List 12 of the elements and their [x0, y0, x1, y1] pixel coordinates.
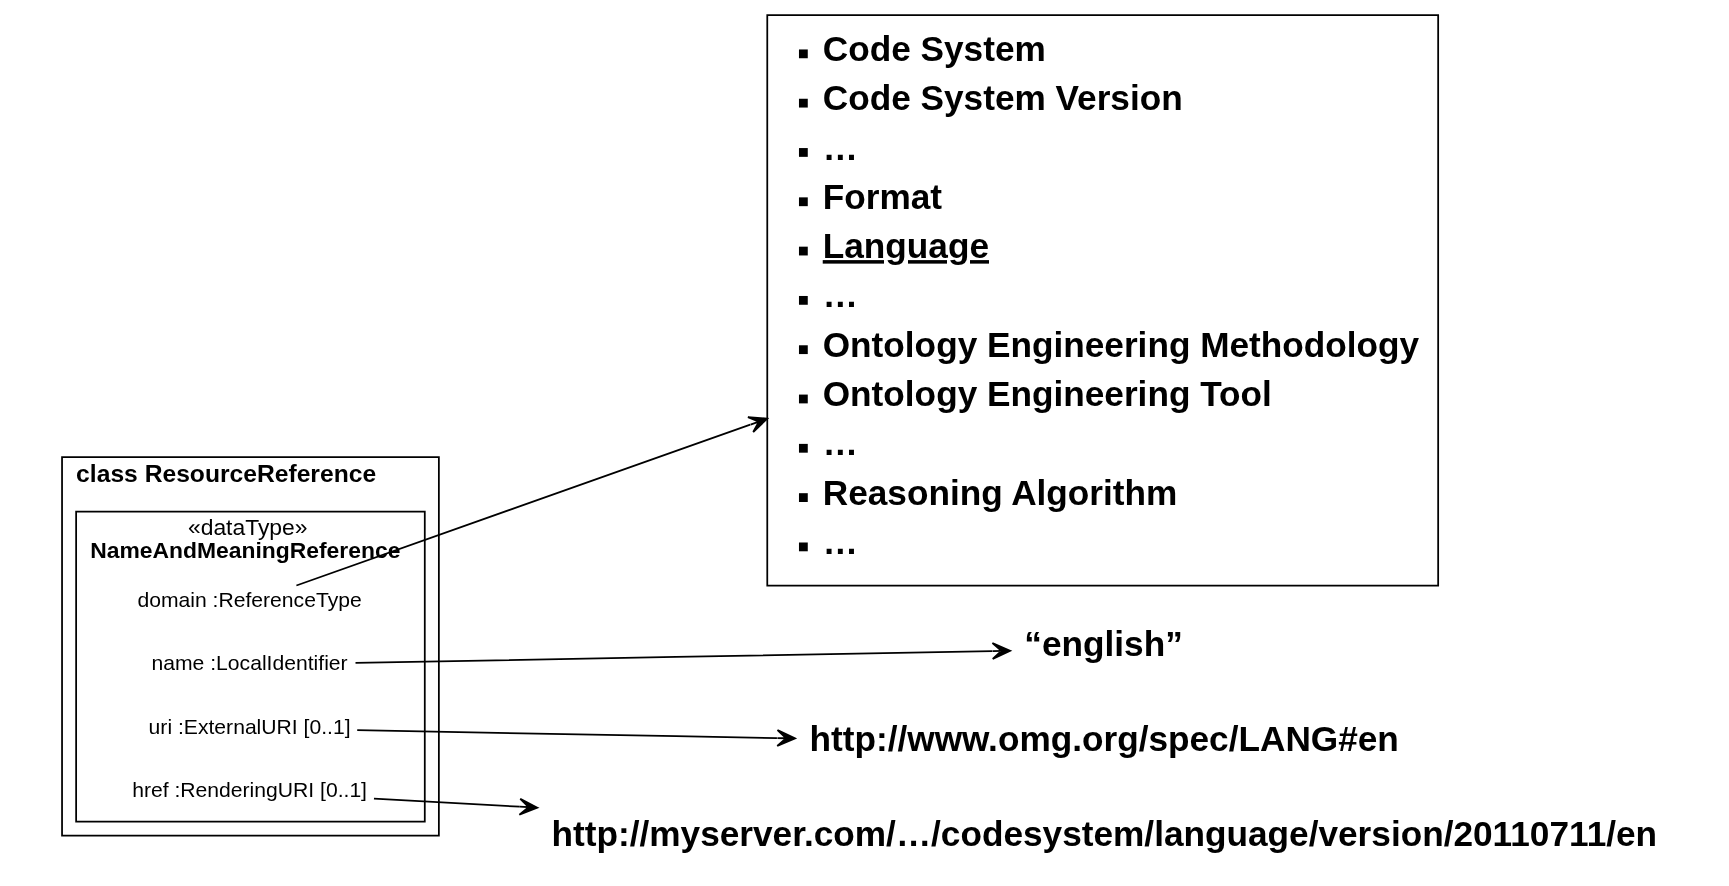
arrow	[354, 642, 1011, 664]
node-text: name :LocalIdentifier	[151, 651, 348, 675]
node-text: http://www.omg.org/spec/LANG#en	[809, 719, 1399, 759]
arrow	[372, 797, 538, 816]
arrow	[355, 729, 796, 747]
node-text: http://myserver.com/…/codesystem/language/version/20110711/en	[551, 814, 1657, 854]
node-text: domain :ReferenceType	[136, 587, 362, 611]
node-text: “english”	[1023, 624, 1183, 664]
node-text: href :RenderingURI [0..1]	[131, 778, 367, 802]
node-box: Code System Code System Version … Format Language … Ontology Engineering Methodology Ontology Engineering Tool … Reasoning Algorithm …	[765, 14, 1439, 587]
arrow	[295, 416, 768, 587]
node-text: uri :ExternalURI [0..1]	[148, 714, 351, 738]
